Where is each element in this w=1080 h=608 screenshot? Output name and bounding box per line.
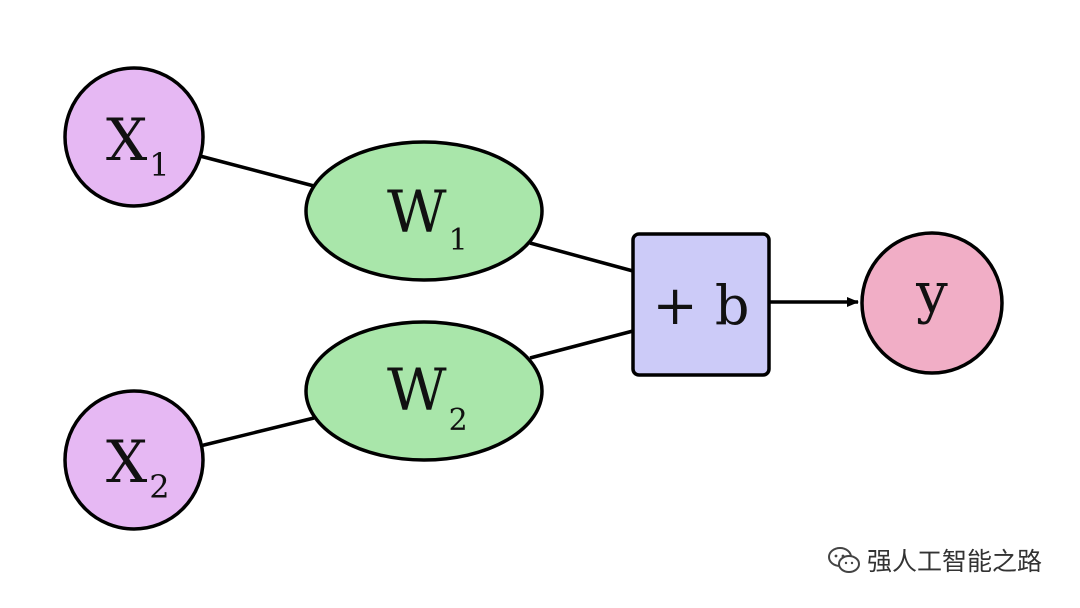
svg-text:W1: W1 xyxy=(387,178,468,258)
input-node-x2-shape xyxy=(63,389,205,531)
input-node-x1: X1 xyxy=(63,66,205,208)
weight-node-w1: W1 xyxy=(304,140,544,282)
input-node-x1-subscript: 1 xyxy=(149,146,169,184)
edge-w2-bias xyxy=(529,329,634,360)
input-node-x1-label: X xyxy=(106,106,148,174)
weight-node-w2-label: W xyxy=(387,356,447,424)
edge-x1-w1 xyxy=(199,154,315,188)
watermark: 强人工智能之路 xyxy=(827,542,1042,578)
output-node-y-shape xyxy=(860,231,1004,375)
svg-text:X1: X1 xyxy=(106,106,170,184)
weight-node-w2-shape xyxy=(304,320,544,462)
edge-x2-w2 xyxy=(199,416,315,448)
bias-node-label: + b xyxy=(653,274,750,337)
weight-node-w1-subscript: 1 xyxy=(449,223,468,258)
input-node-x1-shape xyxy=(63,66,205,208)
weight-node-w1-label: W xyxy=(387,178,447,246)
input-node-x2-label: X xyxy=(106,428,148,496)
input-node-x2-subscript: 2 xyxy=(149,468,169,506)
weight-node-w1-shape xyxy=(304,140,544,282)
watermark-text: 强人工智能之路 xyxy=(866,547,1042,576)
edge-w1-bias xyxy=(529,241,634,273)
weight-node-w2-subscript: 2 xyxy=(449,403,468,438)
wechat-icon xyxy=(827,547,860,573)
svg-text:W2: W2 xyxy=(387,356,468,438)
bias-node: + b xyxy=(631,232,771,377)
input-node-x2: X2 xyxy=(63,389,205,531)
output-node-y: y xyxy=(860,231,1004,375)
bias-node-shape xyxy=(631,232,771,377)
weight-node-w2: W2 xyxy=(304,320,544,462)
svg-text:X2: X2 xyxy=(106,428,170,506)
output-node-y-label: y xyxy=(915,261,948,326)
